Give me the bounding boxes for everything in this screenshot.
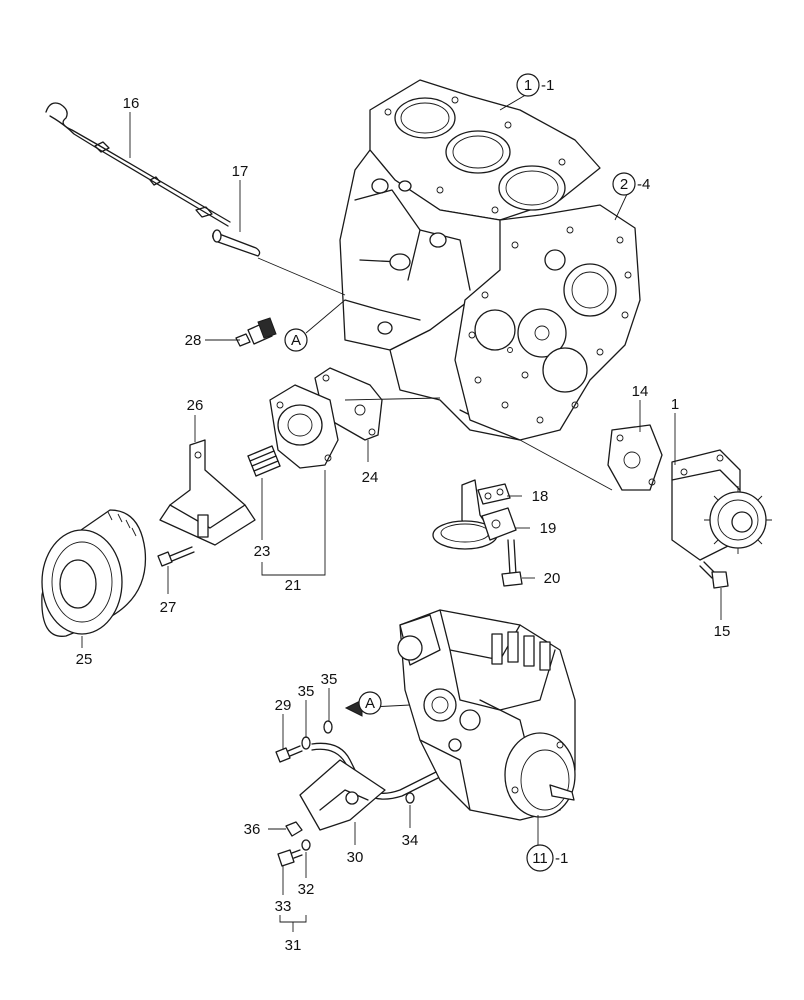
ref-plate-num: 2 [620, 176, 628, 193]
callout-29: 29 [275, 697, 292, 714]
callout-labels: 16 17 28 26 23 21 24 27 25 18 19 20 14 1… [76, 95, 731, 954]
callout-21: 21 [285, 577, 302, 594]
view-mark-a-block: A [284, 328, 308, 352]
callout-23: 23 [254, 543, 271, 560]
ref-plate-suffix: -4 [637, 176, 650, 193]
callout-19: 19 [540, 520, 557, 537]
ref-plate-2-4: 2 -4 [612, 172, 650, 196]
view-mark-a-pump: A [358, 691, 382, 715]
callout-36: 36 [244, 821, 261, 838]
ref-block-1-1: 1 -1 [516, 73, 554, 97]
ref-pump-11-1: 11 -1 [526, 844, 568, 872]
oil-filter [41, 509, 147, 637]
callout-26: 26 [187, 397, 204, 414]
ref-pump-num: 11 [532, 850, 548, 867]
ref-pump-suffix: -1 [555, 850, 568, 867]
oil-filter-bracket [269, 384, 339, 469]
callout-35-left: 35 [298, 683, 315, 700]
washer-35-a [301, 736, 311, 750]
callout-27: 27 [160, 599, 177, 616]
banjo-bolt-29 [275, 745, 303, 763]
dipstick-guide [212, 229, 261, 257]
nut-36 [285, 821, 303, 837]
callout-1: 1 [671, 396, 679, 413]
callout-32: 32 [298, 881, 315, 898]
callout-20: 20 [544, 570, 561, 587]
callout-17: 17 [232, 163, 249, 180]
view-mark-a2: A [365, 695, 375, 712]
callout-28: 28 [185, 332, 202, 349]
callout-31: 31 [285, 937, 302, 954]
callout-33: 33 [275, 898, 292, 915]
callout-14: 14 [632, 383, 649, 400]
leader-lines [81, 89, 722, 932]
strainer-bolt [501, 539, 523, 587]
oil-strainer [432, 479, 498, 550]
callout-34: 34 [402, 832, 419, 849]
strainer-gasket [477, 483, 511, 505]
washer-32 [301, 839, 311, 851]
relief-valve-spring [247, 445, 281, 477]
oil-pressure-switch [235, 317, 277, 347]
strainer-flange [481, 507, 517, 541]
fuel-injection-pump [397, 609, 576, 821]
callout-25: 25 [76, 651, 93, 668]
oil-delivery-pipe [299, 742, 439, 831]
dipstick [45, 102, 231, 227]
callout-35-right: 35 [321, 671, 338, 688]
cylinder-block [339, 79, 641, 441]
oil-pump [671, 449, 772, 561]
callout-24: 24 [362, 469, 379, 486]
callout-15: 15 [714, 623, 731, 640]
view-mark-a1: A [291, 332, 301, 349]
callout-30: 30 [347, 849, 364, 866]
washer-35-b [323, 720, 333, 734]
callout-16: 16 [123, 95, 140, 112]
oil-pump-gasket [607, 424, 663, 491]
bracket-bolt [157, 546, 195, 567]
ref-block-suffix: -1 [541, 77, 554, 94]
oil-pump-bolt [699, 561, 729, 589]
callout-18: 18 [532, 488, 549, 505]
bolt-33 [277, 849, 303, 867]
bracket-plate [159, 439, 256, 546]
ref-block-num: 1 [524, 77, 532, 94]
washer-34 [405, 792, 415, 804]
